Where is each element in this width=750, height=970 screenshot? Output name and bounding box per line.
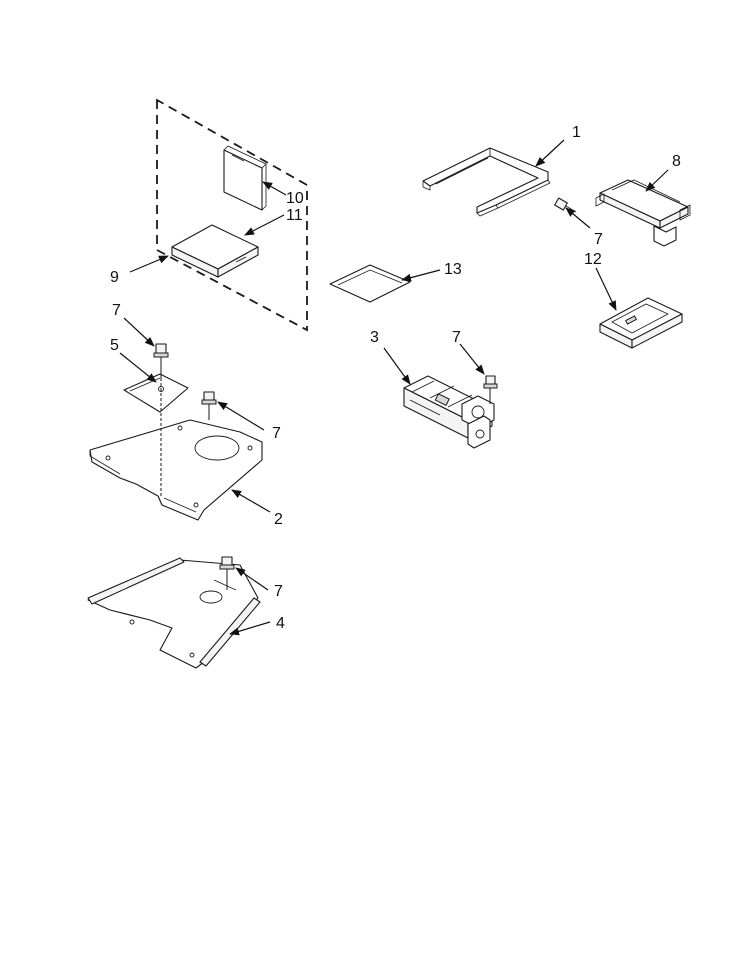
callout-11: 11 [286, 207, 303, 224]
callout-10: 10 [286, 190, 304, 207]
callout-7-lower: 7 [274, 583, 283, 600]
part-13-sheet [329, 264, 411, 303]
callout-4: 4 [276, 615, 285, 632]
callout-13: 13 [444, 261, 462, 278]
part-11-filter-block [171, 224, 259, 278]
callout-8: 8 [672, 153, 681, 170]
part-5-plate [123, 373, 189, 413]
part-12-tray [599, 297, 683, 349]
callout-2: 2 [274, 511, 283, 528]
screw-7-a [153, 343, 169, 496]
callout-5: 5 [110, 337, 119, 354]
callout-9: 9 [110, 269, 119, 286]
part-4-lower-panel [87, 557, 261, 669]
part-8-bracket [595, 179, 691, 247]
callout-7-right: 7 [594, 231, 603, 248]
leader-lines [119, 139, 669, 636]
part-1-channel-frame [422, 147, 551, 217]
callout-7-assembly: 7 [452, 329, 461, 346]
callout-3: 3 [370, 329, 379, 346]
screw-7-b [201, 391, 217, 420]
callout-7-middle: 7 [272, 425, 281, 442]
screw-7-e [483, 375, 498, 404]
callout-1: 1 [572, 124, 581, 141]
callout-7-upper-left: 7 [112, 302, 121, 319]
part-10-filter-panel [223, 145, 267, 211]
part-2-base-plate [89, 419, 263, 521]
screw-7-c [219, 556, 235, 590]
kit-dashed-outline [156, 98, 308, 332]
screw-7-d [554, 197, 577, 213]
callout-12: 12 [584, 251, 602, 268]
part-3-assembly [403, 375, 495, 449]
